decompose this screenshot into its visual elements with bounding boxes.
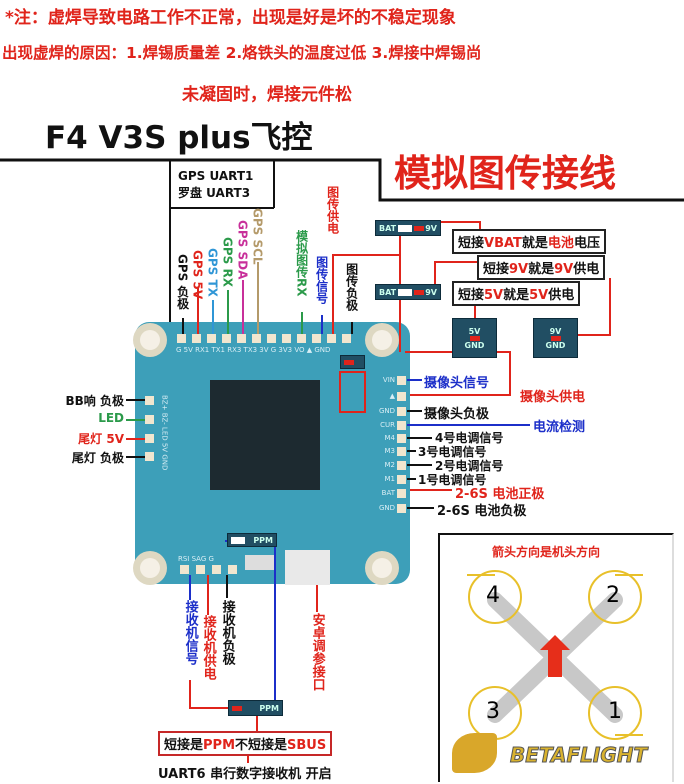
gps-uart-line: GPS UART1 — [178, 169, 254, 183]
motor-2-label: 2 — [606, 583, 620, 608]
pin-label-vtx-signal: 图传信号 — [314, 256, 329, 304]
pad-label-m4: M4 — [384, 434, 396, 442]
jumper-label-bat: BAT — [379, 287, 397, 297]
note-short-5v: 短接5V就是5V供电 — [452, 281, 581, 306]
pin-label-gps-rx: GPS RX — [220, 237, 235, 287]
pin-label-vtx-gnd: 图传负极 — [344, 263, 359, 311]
motor-1-prop — [588, 686, 642, 740]
motor-4-prop — [468, 570, 522, 624]
motor-diagram-title: 箭头方向是机头方向 — [492, 545, 601, 559]
pin-label-gps-scl: GPS SCL — [250, 208, 265, 265]
section-title: 模拟图传接线 — [394, 152, 616, 195]
pin-label-gps-5v: GPS 5V — [190, 250, 205, 300]
pad-label-gnd-2: GND — [378, 504, 395, 512]
pin-label-receiver-power: 接收机供电 — [200, 615, 216, 680]
pad-label-vin: VIN — [382, 376, 395, 384]
motor-1-label: 1 — [608, 699, 622, 724]
pin-label-receiver-signal: 接收机信号 — [182, 600, 198, 665]
motor-order-panel: 箭头方向是机头方向 4 2 3 1 BETAFLIGHT — [438, 533, 674, 782]
pin-label-vtx-power: 图传供电 — [325, 186, 340, 234]
pin-label-m1: 1号电调信号 — [418, 473, 487, 487]
cam-voltage-jumper-9v: 9V GND — [533, 318, 578, 358]
motor-2-prop — [588, 570, 642, 624]
motor-3-label: 3 — [486, 699, 500, 724]
jumper-label-gnd: GND — [464, 340, 485, 350]
pin-label-m3: 3号电调信号 — [418, 445, 487, 459]
jumper-label-ppm: PPM — [253, 535, 273, 545]
uart6-note: UART6 串行数字接收机 开启 — [158, 767, 332, 782]
quad-x-diagram — [467, 570, 643, 740]
pad-label-m2: M2 — [384, 461, 396, 469]
jumper-label-9v: 9V — [425, 287, 437, 297]
pad-label-arrow: ▲ — [389, 392, 395, 400]
pin-label-gps-sda: GPS SDA — [235, 220, 250, 280]
pin-label-gps-gnd: GPS 负极 — [175, 254, 190, 310]
betaflight-logo: BETAFLIGHT — [509, 743, 648, 768]
pin-label-vtx-rx: 模拟图传RX — [294, 230, 309, 297]
pin-label-m4: 4号电调信号 — [435, 431, 504, 445]
jumper-label-gnd: GND — [545, 340, 566, 350]
pin-label-taillight-gnd: 尾灯 负极 — [71, 451, 124, 465]
ppm-sbus-note: 短接是PPM不短接是SBUS — [158, 731, 333, 756]
board-top-silkscreen: G 5V RX1 TX1 RX3 TX3 3V G 3V3 VO ▲ GND — [176, 346, 331, 354]
pin-label-taillight-5v: 尾灯 5V — [78, 432, 124, 446]
pin-label-led: LED — [98, 411, 124, 425]
vtx-voltage-jumper-9v: BAT 9V — [375, 284, 441, 300]
jumper-label-5v: 5V — [468, 326, 481, 336]
note-line-2: 出现虚焊的原因：1.焊锡质量差 2.烙铁头的温度过低 3.焊接中焊锡尚 — [2, 44, 482, 62]
board-jumper-pad — [340, 355, 365, 369]
pad-label-bat: BAT — [381, 489, 395, 497]
pin-label-receiver-gnd: 接收机负极 — [219, 600, 235, 665]
betaflight-bee-logo-icon — [452, 733, 497, 773]
ppm-jumper: PPM — [228, 700, 283, 716]
pad-label-m1: M1 — [384, 475, 396, 483]
note-line-3: 未凝固时，焊接元件松 — [182, 85, 352, 105]
pad-label-m3: M3 — [384, 447, 396, 455]
pin-label-current-sensor: 电流检测 — [533, 420, 586, 435]
note-line-1: *注：虚焊导致电路工作不正常，出现是好是坏的不稳定现象 — [5, 8, 456, 28]
cam-voltage-jumper-5v: 5V GND — [452, 318, 497, 358]
vtx-voltage-jumper-vbat: BAT 9V — [375, 220, 441, 236]
jumper-label-9v: 9V — [549, 326, 562, 336]
pad-label-cur: CUR — [380, 421, 395, 429]
board-left-silkscreen: BZ+ BZ- LED 5V GND — [160, 395, 169, 471]
pin-label-battery-positive: 2-6S 电池正极 — [455, 487, 545, 502]
motor-4-label: 4 — [486, 583, 500, 608]
board-bottom-silkscreen: RSI SAG G — [178, 555, 214, 563]
forward-arrow-icon — [540, 635, 570, 677]
note-short-vbat: 短接VBAT就是电池电压 — [452, 229, 606, 254]
page-title: F4 V3S plus飞控 — [45, 120, 313, 156]
pin-label-gps-tx: GPS TX — [205, 248, 220, 297]
compass-uart-line: 罗盘 UART3 — [178, 186, 251, 200]
pin-label-battery-negative: 2-6S 电池负极 — [437, 504, 527, 519]
jumper-label-bat: BAT — [379, 223, 397, 233]
pin-label-camera-signal: 摄像头信号 — [424, 376, 490, 391]
pin-label-camera-gnd: 摄像头负极 — [424, 407, 490, 422]
gps-uart-box: GPS UART1 罗盘 UART3 — [178, 168, 253, 202]
jumper-label-ppm: PPM — [259, 703, 279, 713]
pad-label-gnd: GND — [378, 407, 395, 415]
pin-label-camera-power: 摄像头供电 — [520, 390, 586, 405]
pin-label-buzzer-gnd: BB响 负极 — [65, 394, 124, 408]
ppm-jumper-board: PPM — [227, 533, 277, 547]
pin-label-usb-port: 安卓调参接口 — [309, 613, 325, 691]
note-short-9v: 短接9V就是9V供电 — [477, 255, 606, 280]
jumper-label-9v: 9V — [425, 223, 437, 233]
pin-label-m2: 2号电调信号 — [435, 459, 504, 473]
